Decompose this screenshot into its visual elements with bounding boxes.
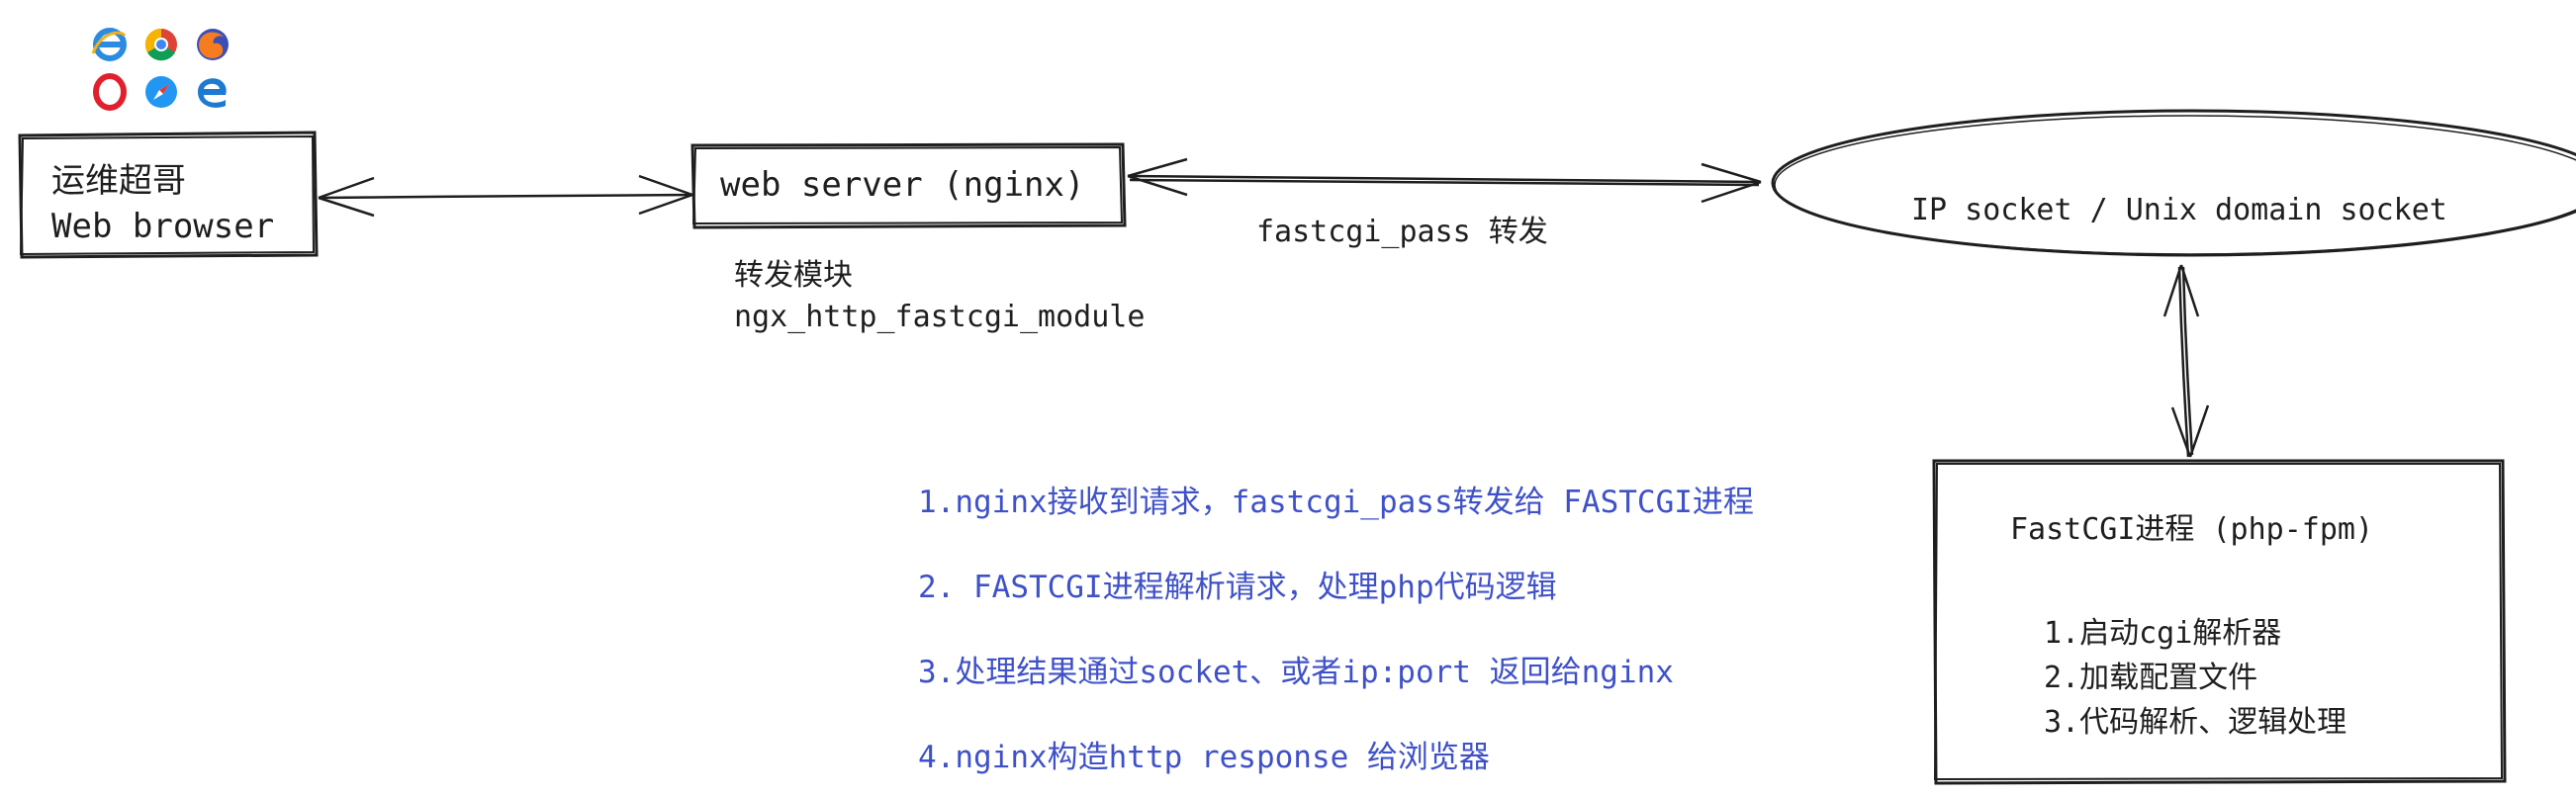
- fastcgi-step-1: 1.启动cgi解析器: [2044, 616, 2282, 651]
- fastcgi-box-title: FastCGI进程 (php-fpm): [2010, 512, 2374, 547]
- fastcgi-module-name: ngx_http_fastcgi_module: [734, 300, 1146, 334]
- ie-icon: [91, 26, 129, 63]
- process-step-4: 4.nginx构造http response 给浏览器: [918, 740, 1490, 775]
- chrome-icon: [142, 26, 180, 63]
- browser-box[interactable]: [18, 131, 319, 259]
- forward-module-label: 转发模块: [734, 258, 853, 293]
- process-step-3: 3.处理结果通过socket、或者ip:port 返回给nginx: [918, 655, 1674, 690]
- fastcgi-pass-label: fastcgi_pass 转发: [1256, 215, 1548, 249]
- opera-icon: [91, 73, 129, 111]
- edge-icon: [194, 73, 231, 111]
- web-server-label: web server (nginx): [720, 165, 1085, 205]
- socket-ellipse[interactable]: [1771, 109, 2576, 257]
- firefox-icon: [194, 26, 231, 63]
- socket-fastcgi-arrow: [2162, 264, 2210, 458]
- process-step-2: 2. FASTCGI进程解析请求，处理php代码逻辑: [918, 570, 1557, 605]
- browser-icons: [91, 20, 239, 119]
- socket-label: IP socket / Unix domain socket: [1911, 193, 2447, 227]
- safari-icon: [142, 73, 180, 111]
- fastcgi-box[interactable]: [1932, 459, 2507, 785]
- fastcgi-step-3: 3.代码解析、逻辑处理: [2044, 705, 2347, 740]
- fastcgi-step-2: 2.加载配置文件: [2044, 661, 2258, 695]
- browser-box-subtitle: Web browser: [51, 207, 275, 246]
- process-step-1: 1.nginx接收到请求，fastcgi_pass转发给 FASTCGI进程: [918, 485, 1754, 520]
- web-server-box[interactable]: [690, 142, 1127, 229]
- browser-box-title: 运维超哥: [51, 161, 186, 201]
- browser-server-arrow: [318, 174, 693, 218]
- server-socket-arrow: [1127, 157, 1762, 204]
